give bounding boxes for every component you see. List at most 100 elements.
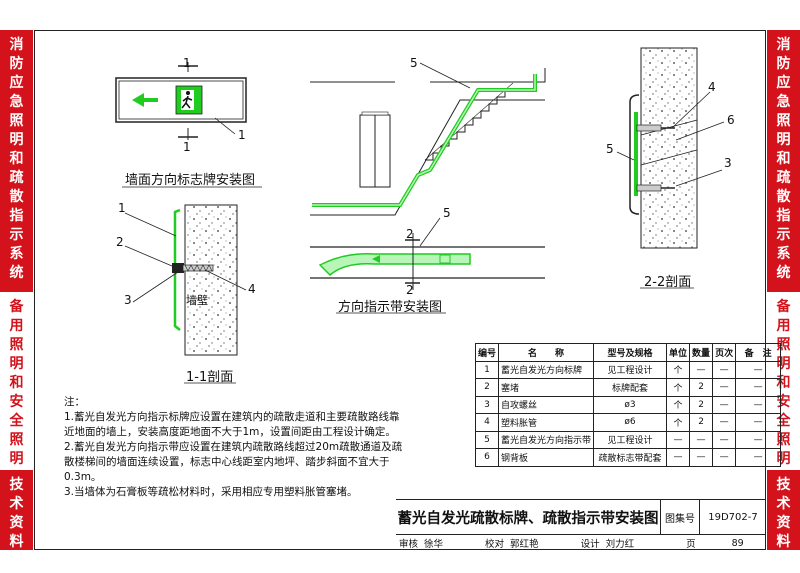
- cell: —: [689, 430, 714, 449]
- notes: 注： 1.蓄光自发光方向指示标牌应设置在建筑内的疏散走道和主要疏散路线靠近地面的…: [64, 395, 404, 500]
- side-tab-left-mid: 备用照明和安全照明: [0, 292, 33, 470]
- cell: 自攻螺丝: [498, 395, 595, 414]
- cell: 个: [666, 413, 691, 432]
- note-item: 1.蓄光自发光方向指示标牌应设置在建筑内的疏散走道和主要疏散路线靠近地面的墙上，…: [64, 411, 400, 438]
- callout-5-stair: 5: [410, 56, 418, 70]
- caption-wall-sign: 墙面方向标志牌安装图: [125, 173, 256, 188]
- drawing-title: 蓄光自发光疏散标牌、疏散指示带安装图: [396, 500, 661, 535]
- callout-4-sec22: 4: [708, 80, 716, 94]
- caption-section-1-1: 1-1剖面: [186, 370, 234, 385]
- cell: —: [712, 413, 737, 432]
- section-1-1: [124, 204, 247, 356]
- note-item: 3.当墙体为石膏板等疏松材料时，采用相应专用塑料胀管塞堵。: [64, 486, 358, 498]
- cell: 5: [474, 430, 500, 449]
- callout-1-sign: 1: [238, 128, 246, 142]
- header-remark: 备 注: [735, 343, 782, 362]
- design-label: 设计: [580, 539, 600, 550]
- table-header-row: 编号 名 称 型号及规格 单位 数量 页次 备 注: [474, 343, 782, 362]
- atlas-label: 图集号: [661, 500, 700, 535]
- callout-6-sec22: 6: [727, 113, 735, 127]
- header-page: 页次: [712, 343, 737, 362]
- cell: —: [666, 430, 691, 449]
- callout-4-sec11: 4: [248, 282, 256, 296]
- checker-name: 郭红艳: [510, 539, 539, 550]
- section-2-2: [616, 47, 725, 249]
- cell: 4: [474, 413, 500, 432]
- cell: —: [735, 378, 782, 397]
- wall-sign: [115, 62, 247, 140]
- notes-heading: 注：: [64, 396, 85, 408]
- caption-section-2-2: 2-2剖面: [644, 275, 692, 290]
- drawing-frame: [34, 30, 766, 550]
- section-mark-2-bottom: 2: [406, 283, 414, 297]
- table-row: 3 自攻螺丝 ø3 个 2 — —: [474, 395, 782, 414]
- cell: —: [712, 360, 737, 379]
- cell: 个: [666, 378, 691, 397]
- header-unit: 单位: [666, 343, 691, 362]
- cell: 1: [474, 360, 500, 379]
- table-row: 4 塑料胀管 ø6 个 2 — —: [474, 413, 782, 432]
- header-spec: 型号及规格: [593, 343, 668, 362]
- caption-guide-strip: 方向指示带安装图: [338, 300, 443, 315]
- review-label: 审核: [399, 539, 419, 550]
- cell: 塑料胀管: [498, 413, 595, 432]
- cell: 蓄光自发光方向标牌: [498, 360, 595, 379]
- header-name: 名 称: [498, 343, 595, 362]
- table-row: 5 蓄光自发光方向指示带 见工程设计 — — — —: [474, 430, 782, 449]
- designer-name: 刘力红: [605, 539, 635, 550]
- cell: 标牌配套: [593, 378, 668, 397]
- cell: —: [712, 448, 737, 467]
- cell: ø3: [593, 395, 668, 414]
- callout-3-sec11: 3: [124, 293, 132, 307]
- cell: 个: [666, 395, 691, 414]
- cell: 6: [474, 448, 500, 467]
- stair-elevation: [310, 62, 546, 216]
- note-item: 2.蓄光自发光方向指示带应设置在建筑内疏散路线超过20m疏散通道及疏散楼梯间的墙…: [64, 441, 403, 483]
- title-block: 蓄光自发光疏散标牌、疏散指示带安装图 图集号 19D702-7: [396, 499, 766, 535]
- side-tab-left-bot: 技术资料: [0, 470, 33, 550]
- cell: —: [689, 448, 714, 467]
- cell: 2: [689, 378, 714, 397]
- guide-strip-plan: [310, 217, 545, 290]
- table-row: 6 钢背板 疏散标志带配套 — — — —: [474, 448, 782, 467]
- header-qty: 数量: [689, 343, 714, 362]
- cell: —: [712, 378, 737, 397]
- callout-5-sec22: 5: [606, 142, 614, 156]
- cell: —: [735, 395, 782, 414]
- reviewer-name: 徐华: [424, 539, 444, 550]
- callout-3-sec22: 3: [724, 156, 732, 170]
- callout-1-sec11: 1: [118, 201, 126, 215]
- header-no: 编号: [474, 343, 500, 362]
- materials-table: 编号 名 称 型号及规格 单位 数量 页次 备 注 1 蓄光自发光方向标牌 见工…: [474, 343, 782, 467]
- cell: —: [712, 430, 737, 449]
- page-label: 页: [686, 539, 696, 550]
- check-label: 校对: [485, 539, 505, 550]
- cell: 钢背板: [498, 448, 595, 467]
- cell: 3: [474, 395, 500, 414]
- section-mark-1-bottom: 1: [183, 140, 191, 154]
- cell: —: [689, 360, 714, 379]
- cell: 个: [666, 360, 691, 379]
- callout-2-sec11: 2: [116, 235, 124, 249]
- table-row: 1 蓄光自发光方向标牌 见工程设计 个 — — —: [474, 360, 782, 379]
- cell: 2: [474, 378, 500, 397]
- atlas-number: 19D702-7: [708, 512, 758, 523]
- cell: ø6: [593, 413, 668, 432]
- cell: 塞堵: [498, 378, 595, 397]
- signature-bar: 审核 徐华 校对 郭红艳 设计 刘力红 页 89: [396, 534, 766, 551]
- side-tab-right-bot: 技术资料: [767, 470, 800, 550]
- cell: 疏散标志带配套: [593, 448, 668, 467]
- cell: 见工程设计: [593, 360, 668, 379]
- cell: —: [735, 413, 782, 432]
- section-mark-1-top: 1: [183, 56, 191, 70]
- wall-label: 墙壁: [186, 294, 208, 307]
- cell: —: [735, 448, 782, 467]
- cell: 蓄光自发光方向指示带: [498, 430, 595, 449]
- side-tab-right-top: 消防应急照明和疏散指示系统: [767, 30, 800, 292]
- cell: 2: [689, 395, 714, 414]
- side-tab-left-top: 消防应急照明和疏散指示系统: [0, 30, 33, 292]
- cell: —: [735, 360, 782, 379]
- page-number: 89: [731, 537, 744, 549]
- cell: 2: [689, 413, 714, 432]
